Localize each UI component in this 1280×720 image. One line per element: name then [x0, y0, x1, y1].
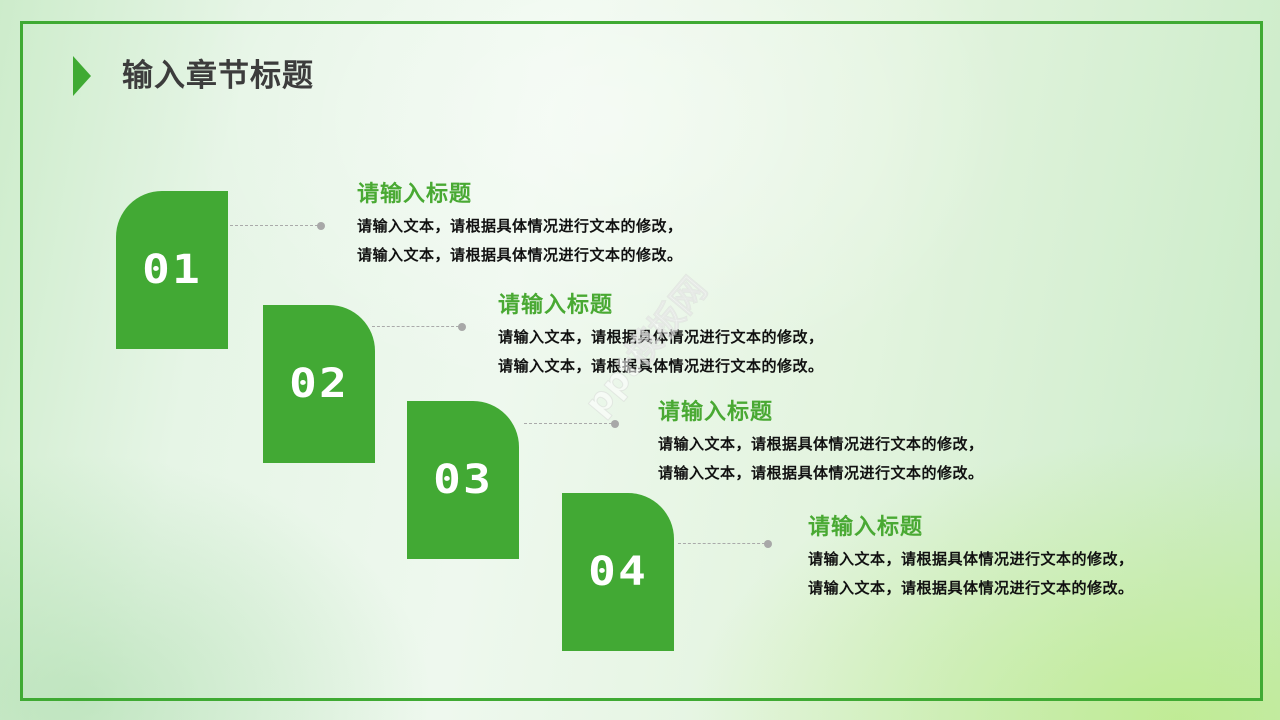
block-line: 请输入文本，请根据具体情况进行文本的修改。 — [498, 357, 824, 375]
text-block-4: 请输入标题 请输入文本，请根据具体情况进行文本的修改， 请输入文本，请根据具体情… — [808, 514, 1134, 603]
connector-line-3 — [524, 423, 612, 424]
text-block-3: 请输入标题 请输入文本，请根据具体情况进行文本的修改， 请输入文本，请根据具体情… — [658, 399, 984, 488]
block-title: 请输入标题 — [808, 515, 924, 540]
block-line: 请输入文本，请根据具体情况进行文本的修改， — [357, 217, 683, 235]
connector-line-1 — [230, 225, 318, 226]
connector-dot-4 — [764, 540, 772, 548]
block-line: 请输入文本，请根据具体情况进行文本的修改。 — [357, 246, 683, 264]
connector-dot-3 — [611, 420, 619, 428]
block-line: 请输入文本，请根据具体情况进行文本的修改， — [498, 328, 824, 346]
text-block-2: 请输入标题 请输入文本，请根据具体情况进行文本的修改， 请输入文本，请根据具体情… — [498, 292, 824, 381]
card-number: 02 — [288, 361, 349, 407]
triangle-right-icon — [73, 56, 91, 96]
connector-dot-2 — [458, 323, 466, 331]
number-card-2: 02 — [263, 305, 375, 463]
connector-dot-1 — [317, 222, 325, 230]
block-line: 请输入文本，请根据具体情况进行文本的修改。 — [658, 464, 984, 482]
text-block-1: 请输入标题 请输入文本，请根据具体情况进行文本的修改， 请输入文本，请根据具体情… — [357, 181, 683, 270]
number-card-1: 01 — [116, 191, 228, 349]
card-number: 01 — [141, 247, 202, 293]
section-title: 输入章节标题 — [122, 58, 314, 94]
number-card-4: 04 — [562, 493, 674, 651]
card-number: 04 — [587, 549, 648, 595]
block-line: 请输入文本，请根据具体情况进行文本的修改， — [808, 550, 1134, 568]
block-title: 请输入标题 — [658, 400, 774, 425]
number-card-3: 03 — [407, 401, 519, 559]
connector-line-4 — [678, 543, 765, 544]
block-title: 请输入标题 — [498, 293, 614, 318]
block-title: 请输入标题 — [357, 182, 473, 207]
slide-frame — [20, 21, 1263, 701]
block-line: 请输入文本，请根据具体情况进行文本的修改。 — [808, 579, 1134, 597]
connector-line-2 — [372, 326, 459, 327]
card-number: 03 — [432, 457, 493, 503]
block-line: 请输入文本，请根据具体情况进行文本的修改， — [658, 435, 984, 453]
